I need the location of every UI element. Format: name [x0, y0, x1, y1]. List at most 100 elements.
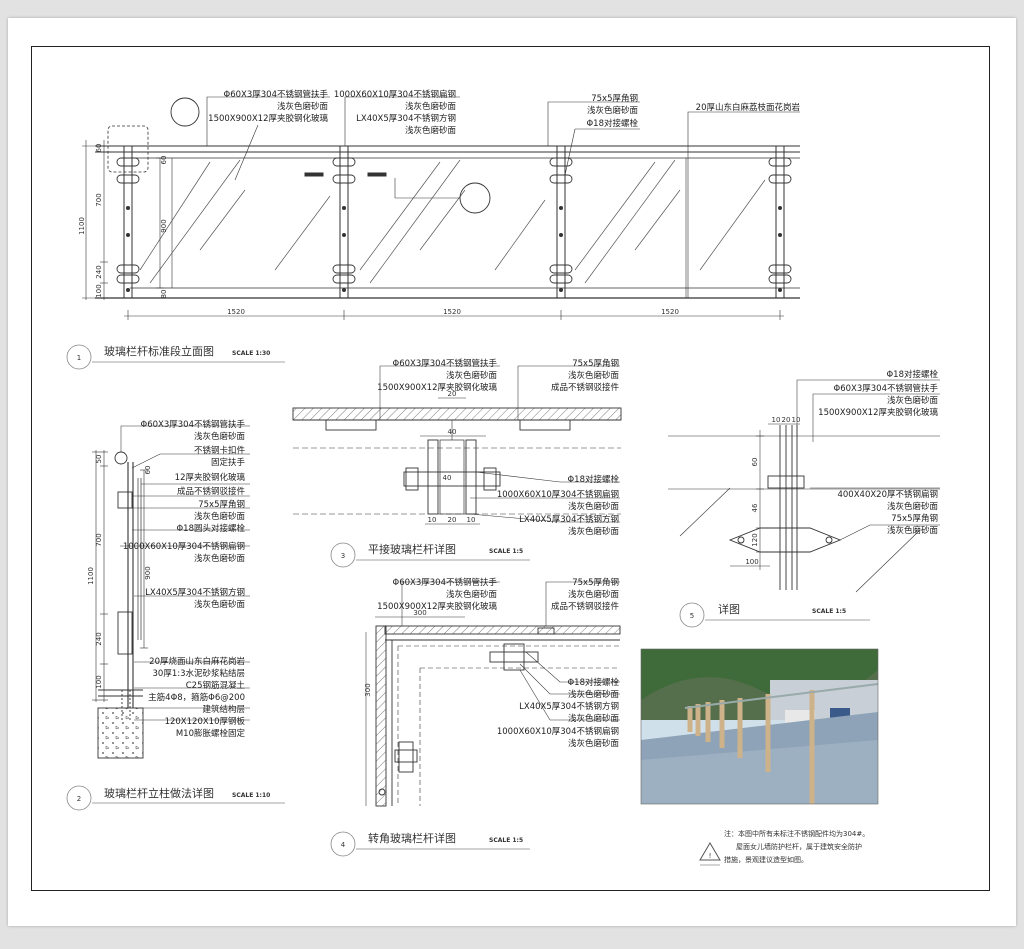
d5-label-4: 400X40X20厚不锈钢扁钢 [837, 489, 938, 500]
label-handrail: Φ60X3厚304不锈钢管扶手 [224, 89, 329, 100]
posts [123, 145, 785, 299]
corner-detail-leaders [401, 581, 620, 721]
cd-right-0: Φ18对接螺栓 [567, 677, 619, 688]
fd-topr-0: 75x5厚角钢 [572, 358, 619, 369]
pd-label-14: 30厚1:3水泥砂浆粘结层 [153, 668, 246, 679]
pd-label-12: 浅灰色磨砂面 [194, 599, 246, 610]
title-2-text: 玻璃栏杆立柱做法详图 [104, 786, 214, 800]
pd-label-8: Φ18圆头对接螺栓 [176, 523, 245, 534]
dim-bot-gap: 80 [160, 290, 168, 299]
post-detail-view [92, 425, 250, 759]
dim-span-2: 1520 [443, 308, 461, 316]
post-detail-leaders [120, 425, 250, 721]
fd-right-1: 1000X60X10厚304不锈钢扁钢 [497, 489, 619, 500]
detail-callout-box [107, 125, 149, 173]
pd-label-3: 固定扶手 [211, 457, 246, 468]
elevation-texts: Φ60X3厚304不锈钢管扶手 浅灰色磨砂面 1500X900X12厚夹胶钢化玻… [78, 89, 800, 316]
label-granite: 20厚山东白麻荔枝面花岗岩 [696, 102, 801, 113]
note-line-1: 注：本图中所有未标注不锈钢配件均为304#。 [724, 829, 869, 838]
detail-callout-circle-b [459, 182, 491, 214]
cd-top-0: Φ60X3厚304不锈钢管扶手 [393, 577, 498, 588]
dim-h-low: 240 [95, 265, 103, 278]
cd-dim-300v: 300 [364, 683, 372, 696]
fd-right-0: Φ18对接螺栓 [567, 474, 619, 485]
fd-right-3: LX40X5厚304不锈钢方钢 [519, 514, 619, 525]
dim-h-total: 1100 [78, 217, 86, 235]
title-2: 2 玻璃栏杆立柱做法详图 SCALE 1:10 [66, 785, 285, 811]
dim-span-1: 1520 [227, 308, 245, 316]
fd-right-2: 浅灰色磨砂面 [568, 501, 620, 512]
note-line-3: 措施，景观建议造型如图。 [724, 855, 808, 864]
title-4-text: 转角玻璃栏杆详图 [368, 831, 456, 845]
pd-label-10: 浅灰色磨砂面 [194, 553, 246, 564]
detail5-leaders [796, 379, 940, 541]
detail5-view [668, 379, 940, 593]
elevation-view [82, 96, 800, 320]
pd-dim-240: 240 [95, 632, 103, 645]
pd-label-5: 成品不锈钢驳接件 [177, 486, 246, 497]
title-5-number: 5 [690, 612, 694, 620]
title-1-scale: SCALE 1:30 [232, 350, 270, 357]
fd-top-1: 浅灰色磨砂面 [446, 370, 498, 381]
flat-detail-view [292, 365, 622, 525]
cd-right-5: 浅灰色磨砂面 [568, 738, 620, 749]
pd-label-2: 不锈钢卡扣件 [194, 445, 246, 456]
title-2-number: 2 [77, 795, 81, 803]
fd-dim-20: 20 [448, 390, 457, 398]
dim-glass-h: 900 [160, 219, 168, 232]
d5-dim-120: 120 [751, 533, 759, 546]
cd-topr-2: 成品不锈钢驳接件 [551, 601, 620, 612]
d5-dim-10b: 10 [792, 416, 801, 424]
cd-right-2: LX40X5厚304不锈钢方钢 [519, 701, 619, 712]
post-detail-texts: Φ60X3厚304不锈钢管扶手 浅灰色磨砂面 不锈钢卡扣件 固定扶手 12厚夹胶… [87, 419, 245, 739]
elevation-leaders [206, 96, 800, 298]
glass-reflection-hatch [139, 159, 766, 284]
dim-h-base: 100 [95, 284, 103, 297]
corner-detail-texts: Φ60X3厚304不锈钢管扶手 浅灰色磨砂面 1500X900X12厚夹胶钢化玻… [364, 577, 619, 749]
pd-dim-700: 700 [95, 533, 103, 546]
d5-dim-100: 100 [745, 558, 758, 566]
cd-right-3: 浅灰色磨砂面 [568, 713, 620, 724]
pd-dim-900: 900 [144, 566, 152, 579]
concrete-base [97, 707, 144, 759]
d5-label-0: Φ18对接螺栓 [886, 369, 938, 380]
pd-label-4: 12厚夹胶钢化玻璃 [175, 472, 246, 483]
pd-dim-100: 100 [95, 675, 103, 688]
dim-top-gap: 60 [160, 156, 168, 165]
cd-right-1: 浅灰色磨砂面 [568, 689, 620, 700]
post-3 [556, 145, 566, 299]
flat-detail-texts: Φ60X3厚304不锈钢管扶手 浅灰色磨砂面 1500X900X12厚夹胶钢化玻… [377, 358, 619, 537]
title-3: 3 平接玻璃栏杆详图 SCALE 1:5 [330, 542, 530, 568]
detail5-texts: Φ18对接螺栓 Φ60X3厚304不锈钢管扶手 浅灰色磨砂面 1500X900X… [745, 369, 938, 566]
cd-top-2: 1500X900X12厚夹胶钢化玻璃 [377, 601, 497, 612]
pd-label-0: Φ60X3厚304不锈钢管扶手 [141, 419, 246, 430]
pd-label-7: 浅灰色磨砂面 [194, 511, 246, 522]
d5-label-1: Φ60X3厚304不锈钢管扶手 [834, 383, 939, 394]
pd-label-15: C25钢筋混凝土 [186, 680, 246, 691]
fd-top-0: Φ60X3厚304不锈钢管扶手 [393, 358, 498, 369]
title-3-number: 3 [341, 552, 345, 560]
d5-label-6: 75x5厚角钢 [891, 513, 938, 524]
flat-detail-leaders [379, 365, 620, 523]
dim-span-3: 1520 [661, 308, 679, 316]
title-3-text: 平接玻璃栏杆详图 [368, 542, 456, 556]
title-2-scale: SCALE 1:10 [232, 792, 270, 799]
handrail-section [114, 451, 128, 465]
d5-label-7: 浅灰色磨砂面 [887, 525, 939, 536]
fd-topr-2: 成品不锈钢驳接件 [551, 382, 620, 393]
cd-right-4: 1000X60X10厚304不锈钢扁钢 [497, 726, 619, 737]
corner-detail-view [365, 581, 621, 807]
pd-label-9: 1000X60X10厚304不锈钢扁钢 [123, 541, 245, 552]
title-4-number: 4 [341, 841, 346, 849]
label-flatbar-finish: 浅灰色磨砂面 [405, 101, 457, 112]
fd-dim-10b: 10 [467, 516, 476, 524]
label-angle: 75x5厚角钢 [591, 93, 638, 104]
fd-topr-1: 浅灰色磨砂面 [568, 370, 620, 381]
pd-dim-60: 60 [144, 466, 152, 475]
post-bolts [126, 206, 782, 292]
cd-dim-300: 300 [413, 609, 426, 617]
pd-dim-1100: 1100 [87, 567, 95, 585]
post-2 [339, 145, 349, 299]
pd-label-16: 主筋4Φ8，箍筋Φ6@200 [148, 692, 245, 703]
title-3-scale: SCALE 1:5 [489, 548, 523, 555]
